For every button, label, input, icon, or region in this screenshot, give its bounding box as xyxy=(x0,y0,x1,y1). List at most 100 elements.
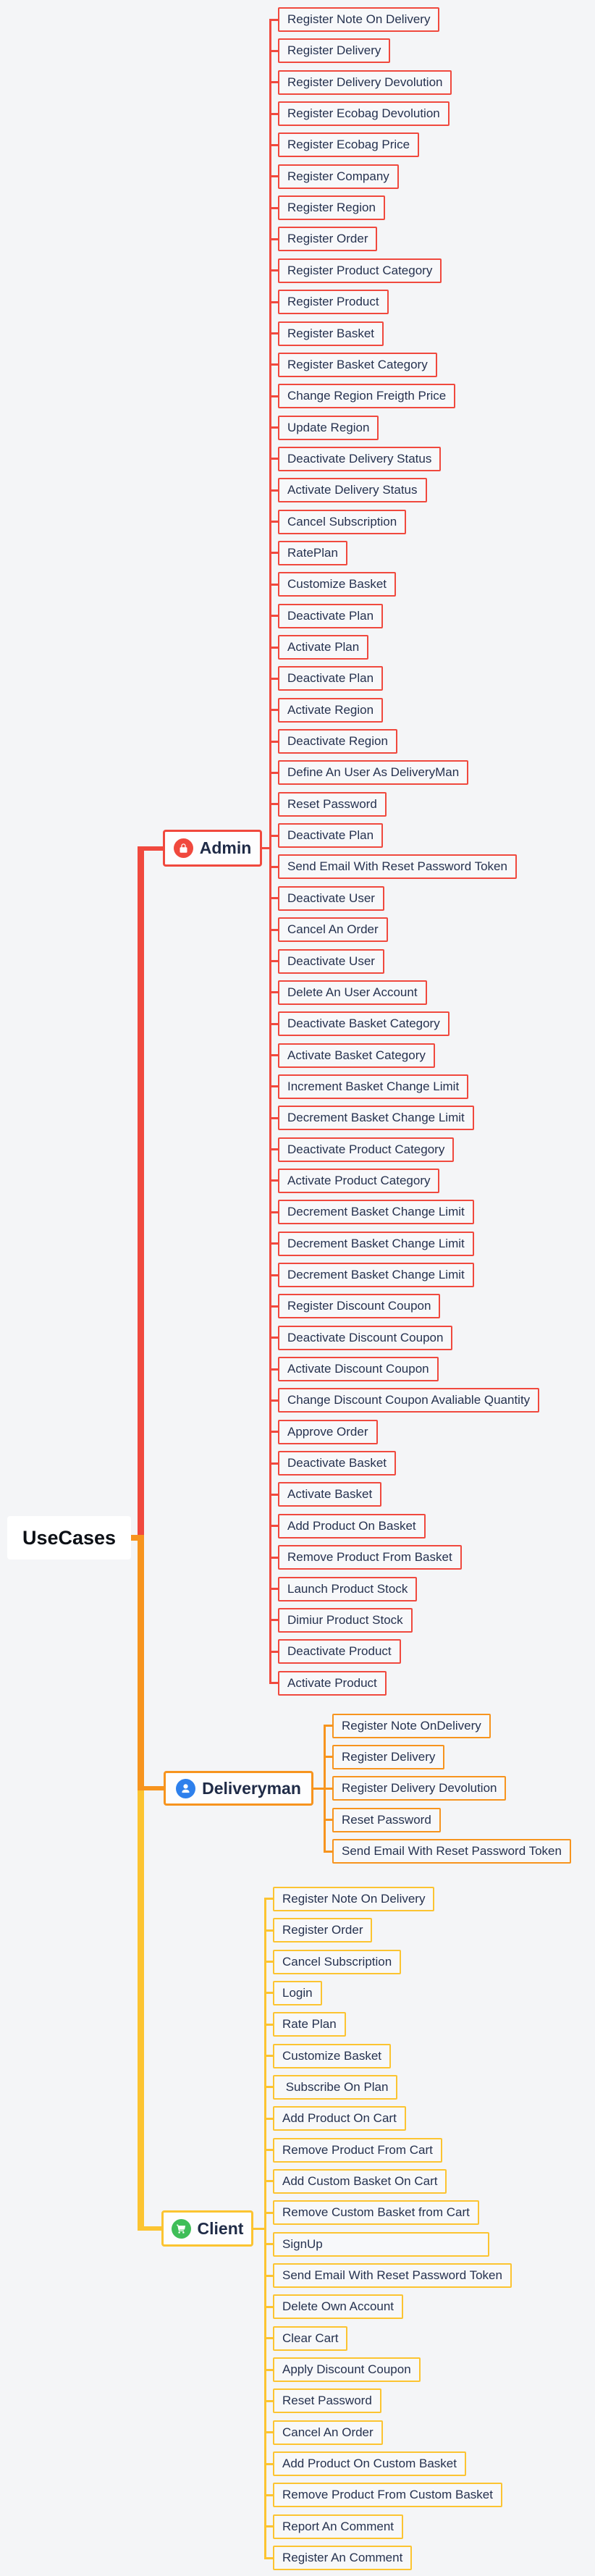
admin-usecase-38[interactable]: Activate Product Category xyxy=(278,1168,440,1193)
admin-usecase-2[interactable]: Register Delivery xyxy=(278,38,391,64)
connector-stub xyxy=(269,426,278,429)
admin-usecase-54[interactable]: Activate Product xyxy=(278,1670,387,1696)
client-usecase-10[interactable]: Add Custom Basket On Cart xyxy=(273,2168,447,2194)
admin-usecase-23[interactable]: Activate Region xyxy=(278,697,384,723)
deliveryman-usecase-1[interactable]: Register Note OnDelivery xyxy=(332,1713,491,1738)
connector-stub xyxy=(269,1556,278,1559)
admin-usecase-35[interactable]: Increment Basket Change Limit xyxy=(278,1074,469,1099)
admin-usecase-43[interactable]: Deactivate Discount Coupon xyxy=(278,1325,453,1350)
admin-usecase-3[interactable]: Register Delivery Devolution xyxy=(278,70,452,95)
deliveryman-usecase-4[interactable]: Reset Password xyxy=(332,1807,441,1832)
admin-usecase-13[interactable]: Change Region Freigth Price xyxy=(278,384,456,409)
connector-stub xyxy=(269,206,278,209)
admin-usecase-32[interactable]: Delete An User Account xyxy=(278,980,427,1005)
admin-usecase-52[interactable]: Dimiur Product Stock xyxy=(278,1607,413,1633)
admin-usecase-30[interactable]: Cancel An Order xyxy=(278,917,388,943)
client-node[interactable]: Client xyxy=(161,2210,253,2247)
admin-usecase-42[interactable]: Register Discount Coupon xyxy=(278,1294,441,1319)
admin-usecase-6[interactable]: Register Company xyxy=(278,164,399,189)
admin-usecase-41[interactable]: Decrement Basket Change Limit xyxy=(278,1263,474,1287)
deliveryman-node[interactable]: Deliveryman xyxy=(164,1771,313,1806)
admin-usecase-14[interactable]: Update Region xyxy=(278,415,379,440)
admin-usecase-20[interactable]: Deactivate Plan xyxy=(278,603,384,628)
admin-usecase-15[interactable]: Deactivate Delivery Status xyxy=(278,446,442,471)
admin-usecase-8[interactable]: Register Order xyxy=(278,227,378,252)
admin-usecase-12[interactable]: Register Basket Category xyxy=(278,352,437,377)
admin-usecase-34[interactable]: Activate Basket Category xyxy=(278,1043,435,1068)
admin-usecase-27[interactable]: Deactivate Plan xyxy=(278,823,384,849)
connector-stub xyxy=(269,175,278,178)
client-usecase-16[interactable]: Apply Discount Coupon xyxy=(273,2357,421,2383)
admin-usecase-40[interactable]: Decrement Basket Change Limit xyxy=(278,1231,474,1256)
admin-node[interactable]: Admin xyxy=(163,830,262,867)
admin-usecase-row: Deactivate User xyxy=(269,885,384,911)
client-usecase-4[interactable]: Login xyxy=(273,1980,322,2005)
admin-usecase-51[interactable]: Launch Product Stock xyxy=(278,1576,418,1601)
client-usecase-21[interactable]: Report An Comment xyxy=(273,2514,404,2539)
connector-stub xyxy=(269,709,278,712)
admin-usecase-24[interactable]: Deactivate Region xyxy=(278,729,397,754)
admin-usecase-25[interactable]: Define An User As DeliveryMan xyxy=(278,760,469,786)
client-usecase-11[interactable]: Remove Custom Basket from Cart xyxy=(273,2200,479,2226)
admin-usecase-37[interactable]: Deactivate Product Category xyxy=(278,1137,455,1162)
admin-usecase-17[interactable]: Cancel Subscription xyxy=(278,509,407,534)
client-usecase-6[interactable]: Customize Basket xyxy=(273,2043,391,2068)
admin-usecase-22[interactable]: Deactivate Plan xyxy=(278,666,384,691)
admin-usecase-39[interactable]: Decrement Basket Change Limit xyxy=(278,1200,474,1225)
client-usecase-3[interactable]: Cancel Subscription xyxy=(273,1949,402,1974)
client-usecase-7[interactable]: Subscribe On Plan xyxy=(273,2074,398,2100)
deliveryman-usecase-2[interactable]: Register Delivery xyxy=(332,1744,445,1769)
connector-stub xyxy=(324,1850,332,1853)
admin-usecase-36[interactable]: Decrement Basket Change Limit xyxy=(278,1106,474,1131)
admin-usecase-48[interactable]: Activate Basket xyxy=(278,1482,382,1507)
admin-usecase-4[interactable]: Register Ecobag Devolution xyxy=(278,101,450,127)
connector-stub xyxy=(264,2055,273,2058)
admin-usecase-33[interactable]: Deactivate Basket Category xyxy=(278,1011,450,1037)
client-usecase-17[interactable]: Reset Password xyxy=(273,2388,381,2414)
client-usecase-5[interactable]: Rate Plan xyxy=(273,2012,346,2037)
admin-usecase-19[interactable]: Customize Basket xyxy=(278,572,396,597)
client-usecase-15[interactable]: Clear Cart xyxy=(273,2325,348,2351)
admin-usecase-47[interactable]: Deactivate Basket xyxy=(278,1451,397,1476)
client-usecase-2[interactable]: Register Order xyxy=(273,1918,373,1943)
client-usecase-18[interactable]: Cancel An Order xyxy=(273,2420,383,2445)
admin-usecase-11[interactable]: Register Basket xyxy=(278,321,384,346)
admin-usecase-row: Launch Product Stock xyxy=(269,1576,418,1601)
admin-usecase-49[interactable]: Add Product On Basket xyxy=(278,1513,426,1539)
client-usecase-1[interactable]: Register Note On Delivery xyxy=(273,1886,435,1911)
client-usecase-row: Register An Comment xyxy=(264,2546,413,2571)
admin-usecase-16[interactable]: Activate Delivery Status xyxy=(278,478,427,503)
admin-usecase-18[interactable]: RatePlan xyxy=(278,540,347,565)
client-usecase-20[interactable]: Remove Product From Custom Basket xyxy=(273,2483,502,2508)
client-usecase-19[interactable]: Add Product On Custom Basket xyxy=(273,2451,466,2477)
admin-usecase-10[interactable]: Register Product xyxy=(278,290,389,315)
client-usecase-12[interactable]: SignUp xyxy=(273,2231,490,2257)
admin-usecase-1[interactable]: Register Note On Delivery xyxy=(278,7,440,32)
admin-usecase-row: Update Region xyxy=(269,415,379,440)
admin-usecase-46[interactable]: Approve Order xyxy=(278,1419,378,1444)
admin-usecase-21[interactable]: Activate Plan xyxy=(278,635,369,660)
admin-usecase-7[interactable]: Register Region xyxy=(278,195,385,221)
client-usecase-row: Add Product On Cart xyxy=(264,2106,406,2131)
client-trunk-branch-line xyxy=(138,2226,162,2231)
client-usecase-13[interactable]: Send Email With Reset Password Token xyxy=(273,2263,512,2288)
admin-usecase-45[interactable]: Change Discount Coupon Avaliable Quantit… xyxy=(278,1388,540,1413)
admin-usecase-row: Register Basket xyxy=(269,321,384,346)
admin-usecase-31[interactable]: Deactivate User xyxy=(278,948,384,974)
admin-usecase-53[interactable]: Deactivate Product xyxy=(278,1639,401,1664)
admin-usecase-9[interactable]: Register Product Category xyxy=(278,258,442,283)
client-usecase-row: Login xyxy=(264,1980,322,2005)
admin-usecase-29[interactable]: Deactivate User xyxy=(278,885,384,911)
client-usecase-14[interactable]: Delete Own Account xyxy=(273,2294,404,2320)
client-usecase-8[interactable]: Add Product On Cart xyxy=(273,2106,406,2131)
client-usecase-22[interactable]: Register An Comment xyxy=(273,2546,413,2571)
admin-usecase-26[interactable]: Reset Password xyxy=(278,791,387,817)
admin-usecase-5[interactable]: Register Ecobag Price xyxy=(278,132,420,158)
deliveryman-usecase-5[interactable]: Send Email With Reset Password Token xyxy=(332,1839,571,1864)
client-usecase-9[interactable]: Remove Product From Cart xyxy=(273,2137,442,2163)
admin-usecase-50[interactable]: Remove Product From Basket xyxy=(278,1545,462,1570)
admin-usecase-44[interactable]: Activate Discount Coupon xyxy=(278,1357,439,1382)
deliveryman-usecase-3[interactable]: Register Delivery Devolution xyxy=(332,1776,507,1801)
admin-usecase-28[interactable]: Send Email With Reset Password Token xyxy=(278,854,517,880)
root-node-usecases[interactable]: UseCases xyxy=(7,1516,131,1560)
